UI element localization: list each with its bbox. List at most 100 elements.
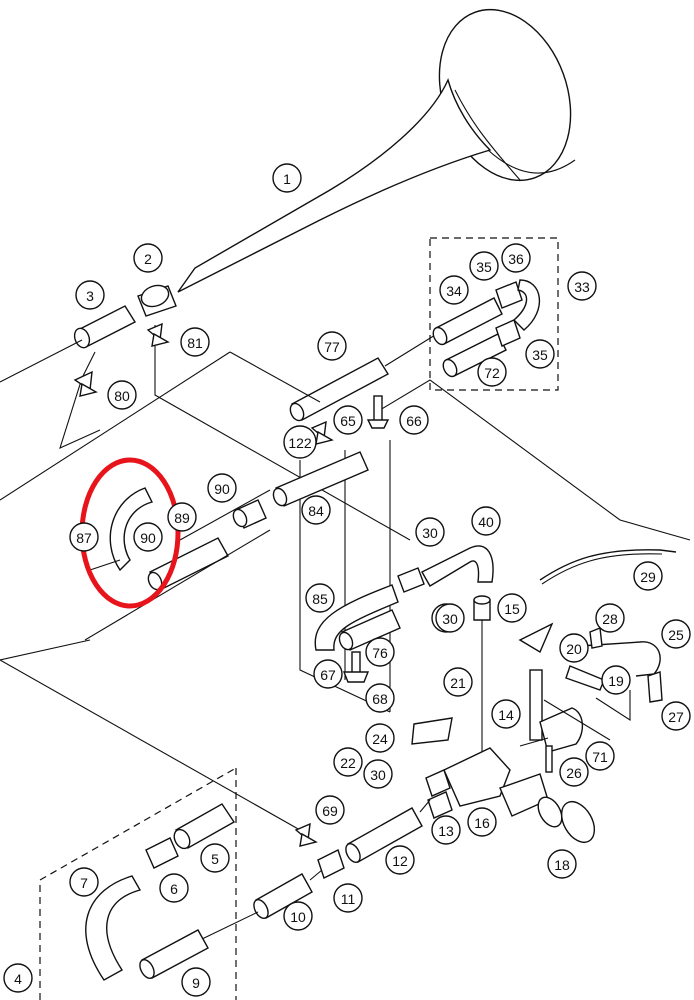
callout-number: 1 [283, 171, 291, 187]
callout-number: 35 [532, 347, 548, 363]
callout-number: 77 [324, 339, 340, 355]
fitting-81 [146, 322, 170, 347]
callout-circle [181, 967, 211, 997]
callout-21: 21 [443, 667, 473, 697]
pipe-77-group [0, 331, 691, 713]
callout-71: 71 [585, 741, 615, 771]
callout-18: 18 [547, 849, 577, 879]
callout-14: 14 [491, 699, 521, 729]
callout-90: 90 [133, 522, 163, 552]
callout-number: 9 [192, 975, 200, 991]
callout-circle [439, 275, 469, 305]
callout-circle [200, 843, 230, 873]
callout-1: 1 [272, 163, 302, 193]
callout-circle [180, 327, 210, 357]
callout-circle [415, 517, 445, 547]
callout-25: 25 [661, 619, 691, 649]
callout-circle [385, 845, 415, 875]
callout-number: 89 [174, 510, 190, 526]
callout-circle [471, 506, 501, 536]
callout-circle [107, 380, 137, 410]
callout-68: 68 [365, 683, 395, 713]
callout-number: 26 [566, 765, 582, 781]
callout-circle [661, 701, 691, 731]
callout-69: 69 [315, 795, 345, 825]
fitting-80 [73, 370, 98, 397]
callout-number: 19 [608, 673, 624, 689]
callout-number: 10 [290, 909, 306, 925]
callout-number: 2 [144, 251, 152, 267]
callout-number: 29 [640, 569, 656, 585]
callout-number: 3 [86, 288, 94, 304]
callout-circle [301, 495, 331, 525]
callout-circle [559, 633, 589, 663]
callout-number: 5 [211, 851, 219, 867]
callout-number: 71 [592, 749, 608, 765]
callout-80: 80 [107, 380, 137, 410]
fitting-122 [310, 420, 334, 445]
callout-circle [69, 867, 99, 897]
callout-number: 6 [170, 881, 178, 897]
callout-number: 14 [498, 707, 514, 723]
callout-circle [305, 583, 335, 613]
group-4-parts [85, 803, 236, 981]
callout-circle [435, 603, 465, 633]
callout-20: 20 [559, 633, 589, 663]
callout-circle [525, 339, 555, 369]
callout-19: 19 [601, 665, 631, 695]
callout-circle [313, 659, 343, 689]
callout-3: 3 [75, 280, 105, 310]
callout-number: 40 [478, 514, 494, 530]
group-4-box [39, 767, 237, 1000]
callout-number: 66 [406, 413, 422, 429]
callout-circle [167, 502, 197, 532]
callout-circle [159, 873, 189, 903]
callout-67: 67 [313, 659, 343, 689]
callout-circle [207, 473, 237, 503]
callout-circle [272, 163, 302, 193]
callout-number: 27 [668, 709, 684, 725]
callout-number: 25 [668, 627, 684, 643]
pipe-84 [272, 451, 369, 507]
callout-number: 69 [322, 803, 338, 819]
callout-number: 67 [320, 667, 336, 683]
callout-number: 76 [372, 645, 388, 661]
callout-81: 81 [180, 327, 210, 357]
callout-number: 90 [140, 530, 156, 546]
horn-bell [177, 8, 576, 293]
callout-84: 84 [301, 495, 331, 525]
callout-89: 89 [167, 502, 197, 532]
callout-number: 4 [14, 971, 22, 987]
callout-circle [431, 815, 461, 845]
callout-number: 65 [340, 413, 356, 429]
callout-40: 40 [471, 506, 501, 536]
callout-circle [595, 603, 625, 633]
callout-number: 34 [446, 283, 462, 299]
callout-labels: 1234567910111213141516181920212224252627… [3, 163, 691, 997]
callout-9: 9 [181, 967, 211, 997]
callout-87: 87 [69, 522, 99, 552]
callout-circle [75, 280, 105, 310]
callout-35: 35 [525, 339, 555, 369]
callout-circle [365, 637, 395, 667]
callout-number: 72 [484, 365, 500, 381]
callout-circle [399, 405, 429, 435]
valve-assembly [411, 622, 663, 843]
cable-29-inner [541, 553, 663, 585]
pipe-85-86-group [314, 584, 401, 651]
callout-circle [601, 665, 631, 695]
callout-number: 30 [370, 767, 386, 783]
callout-circle [333, 747, 363, 777]
callout-33: 33 [567, 271, 597, 301]
callout-number: 24 [372, 731, 388, 747]
callout-35: 35 [469, 251, 499, 281]
callout-65: 65 [333, 405, 363, 435]
callout-10: 10 [283, 901, 313, 931]
callout-number: 35 [476, 259, 492, 275]
callout-circle [315, 795, 345, 825]
callout-11: 11 [333, 883, 363, 913]
callout-122: 122 [283, 425, 317, 459]
callout-circle [491, 699, 521, 729]
callout-76: 76 [365, 637, 395, 667]
callout-15: 15 [497, 593, 527, 623]
